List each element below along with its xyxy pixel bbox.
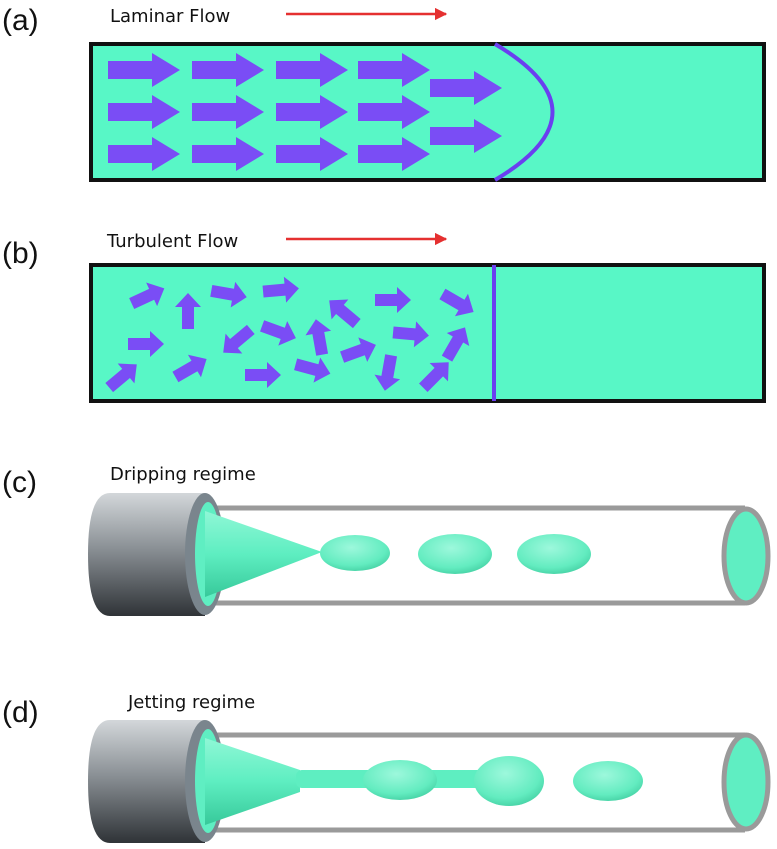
droplet: [418, 534, 492, 574]
dispersed-phase-cone: [205, 511, 322, 597]
eddy-arrow: [172, 354, 207, 383]
eddy-arrow: [329, 299, 361, 329]
panel-b-title: Turbulent Flow: [106, 231, 238, 252]
parabolic-velocity-front: [493, 42, 555, 182]
droplet: [517, 534, 591, 574]
tube-outlet: [721, 506, 771, 606]
panel-c-title: Dripping regime: [110, 464, 256, 485]
eddy-arrow: [441, 327, 470, 362]
panel-a-letter: (a): [2, 4, 39, 37]
eddy-arrow: [419, 362, 449, 392]
eddy-arrow: [392, 321, 429, 348]
eddy-arrow: [375, 287, 411, 313]
jet-bulge: [363, 760, 437, 800]
eddy-arrow: [223, 324, 255, 354]
eddy-arrow: [129, 282, 165, 310]
eddy-arrow: [128, 331, 164, 357]
eddy-arrow: [340, 337, 376, 363]
droplet: [573, 761, 643, 801]
panel-b: (b) Turbulent Flow: [2, 231, 766, 403]
eddy-arrow: [245, 362, 281, 388]
eddy-arrow: [105, 363, 137, 393]
nozzle: [88, 493, 205, 616]
panel-d-title: Jetting regime: [127, 692, 255, 713]
eddy-arrow: [175, 293, 201, 329]
panel-a-title: Laminar Flow: [110, 6, 230, 27]
eddy-arrow: [294, 357, 331, 383]
eddy-arrow: [210, 281, 247, 308]
tube-outlet: [721, 732, 771, 832]
eddy-arrow: [262, 276, 299, 303]
dispersed-phase-cone: [205, 738, 300, 825]
jet-bulge: [474, 756, 544, 806]
droplet: [320, 535, 390, 571]
panel-d-letter: (d): [2, 696, 39, 729]
panel-c: (c) Dripping regime: [2, 464, 771, 616]
eddy-arrow: [374, 354, 401, 391]
eddy-arrow: [260, 320, 296, 346]
turbulent-velocity-arrows: [105, 276, 474, 393]
eddy-arrow: [305, 319, 332, 356]
panel-d: (d) Jetting regime: [2, 692, 771, 843]
panel-b-letter: (b): [2, 237, 39, 270]
panel-c-letter: (c): [2, 466, 37, 499]
eddy-arrow: [439, 288, 474, 317]
nozzle: [88, 720, 205, 843]
panel-a: (a) Laminar Flow: [2, 4, 766, 182]
